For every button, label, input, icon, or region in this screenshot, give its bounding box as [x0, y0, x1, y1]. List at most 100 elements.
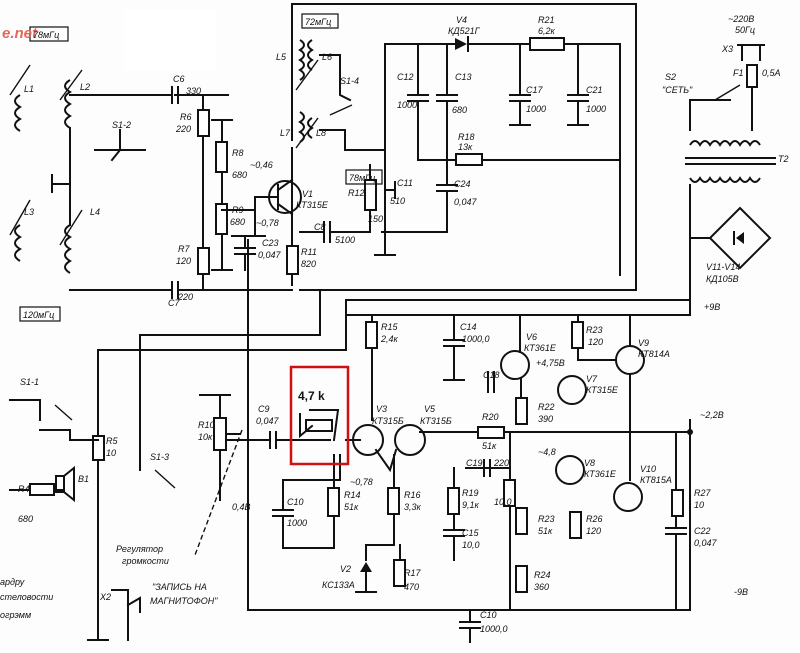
label-s1-1: S1-1 [20, 377, 39, 387]
label-r12v: 150 [368, 214, 383, 224]
label-v9t: КТ814А [638, 349, 670, 359]
capacitor-c13 [436, 43, 458, 161]
power-mains: ~220В [728, 14, 754, 24]
label-v3t: КТ315Б [372, 416, 404, 426]
power-switch-label: "СЕТЬ" [662, 85, 693, 95]
label-r19v: 9,1к [462, 500, 480, 510]
label-c23: C23 [262, 238, 279, 248]
transistor-v6 [500, 350, 530, 380]
highlight-value: 4,7 k [298, 389, 325, 403]
resistor-r6 [197, 109, 210, 137]
label-r15v: 2,4к [380, 334, 399, 344]
resistor-r11 [286, 245, 299, 275]
label-c14: C14 [460, 322, 477, 332]
label-r5v: 10 [106, 448, 116, 458]
label-r26v: 120 [586, 526, 601, 536]
highlight-loop [309, 409, 340, 442]
jack-x2-a [111, 589, 129, 641]
label-c24: C24 [454, 179, 471, 189]
tag-120: 120мГц [23, 310, 54, 320]
tuning-arrow-l7 [295, 117, 319, 149]
capacitor-c11 [384, 181, 396, 199]
label-c21v: 1000 [586, 104, 606, 114]
label-s1-4: S1-4 [340, 76, 359, 86]
transistor-v5 [394, 424, 426, 456]
resistor-r9 [215, 203, 228, 235]
label-v475: +4,75В [536, 358, 565, 368]
label-c6v: 330 [186, 86, 201, 96]
bridge-rectifier [708, 206, 772, 270]
jack-x2-b [126, 596, 141, 613]
label-v6: V6 [526, 332, 537, 342]
tag-78a: 78мГц [33, 30, 59, 40]
label-v2t: КС133А [322, 580, 355, 590]
label-r23: R23 [586, 325, 603, 335]
label-c7: C7 [168, 298, 180, 308]
power-rail: +9В [704, 302, 720, 312]
transistor-v10 [613, 482, 643, 512]
label-s1-3: S1-3 [150, 452, 169, 462]
t2-primary [689, 140, 761, 147]
diode-v4 [455, 38, 467, 50]
label-r14: R14 [344, 490, 361, 500]
label-c15v: 10,0 [462, 540, 480, 550]
label-c11: C11 [397, 178, 413, 188]
label-r9: R9 [232, 205, 244, 215]
resistor-r16 [387, 487, 400, 515]
tuning-arrow-l5 [295, 59, 319, 91]
switch-s1-4-blade [329, 104, 353, 116]
label-r10v: 10к [198, 432, 213, 442]
label-c13: C13 [455, 72, 472, 82]
resistor-r14 [327, 487, 340, 517]
label-r14v: 51к [344, 502, 359, 512]
label-r21v: 6,2к [538, 26, 556, 36]
tag-78a-box [29, 26, 69, 42]
label-c13v: 680 [452, 105, 467, 115]
label-c15: C15 [462, 528, 480, 538]
label-v1t: КТ315Е [296, 200, 329, 210]
label-c17v: 1000 [526, 104, 546, 114]
tag-72-box [301, 13, 339, 29]
label-v5t: КТ315Б [420, 416, 452, 426]
power-plug: X3 [721, 44, 733, 54]
capacitor-c17 [509, 43, 531, 126]
label-r5: R5 [106, 436, 118, 446]
tag-72: 72мГц [305, 17, 331, 27]
power-bridge-type: КД105В [706, 274, 739, 284]
tuning-arrow-l2 [59, 69, 83, 101]
label-r22: R22 [538, 402, 555, 412]
resistor-r26 [569, 511, 582, 539]
wire-s1-1 [9, 399, 41, 421]
label-r4v: 680 [18, 514, 33, 524]
resistor-r18 [455, 153, 483, 166]
speaker-b1-cone [63, 465, 75, 503]
wire-bottom-bus [247, 239, 691, 611]
label-c8: C8 [314, 222, 326, 232]
label-v6t: КТ361Е [524, 343, 557, 353]
label-r7v: 120 [176, 256, 191, 266]
label-v078: ~0,78 [350, 477, 373, 487]
label-b1: B1 [78, 474, 89, 484]
label-r7: R7 [178, 244, 190, 254]
wire-plus9-rail [345, 299, 691, 316]
label-v8t: КТ361Е [584, 469, 617, 479]
coil-l1 [14, 94, 22, 132]
tuning-arrow-l4 [59, 209, 83, 246]
label-v7t: КТ315Е [586, 385, 619, 395]
coil-l2 [64, 79, 72, 129]
v1-emitter [276, 202, 294, 216]
label-left2: стеловости [0, 592, 53, 602]
label-l5: L5 [276, 52, 287, 62]
label-l2: L2 [80, 82, 90, 92]
label-left3: огрэмм [0, 610, 31, 620]
label-v5: V5 [424, 404, 436, 414]
resistor-r4 [29, 483, 55, 496]
highlight-box [289, 365, 350, 466]
coil-l5 [298, 39, 305, 81]
resistor-r25 [503, 479, 516, 507]
label-v2: V2 [340, 564, 351, 574]
v1-collector [276, 178, 294, 192]
label-c23v: 0,047 [258, 250, 282, 260]
label-l3: L3 [24, 207, 34, 217]
